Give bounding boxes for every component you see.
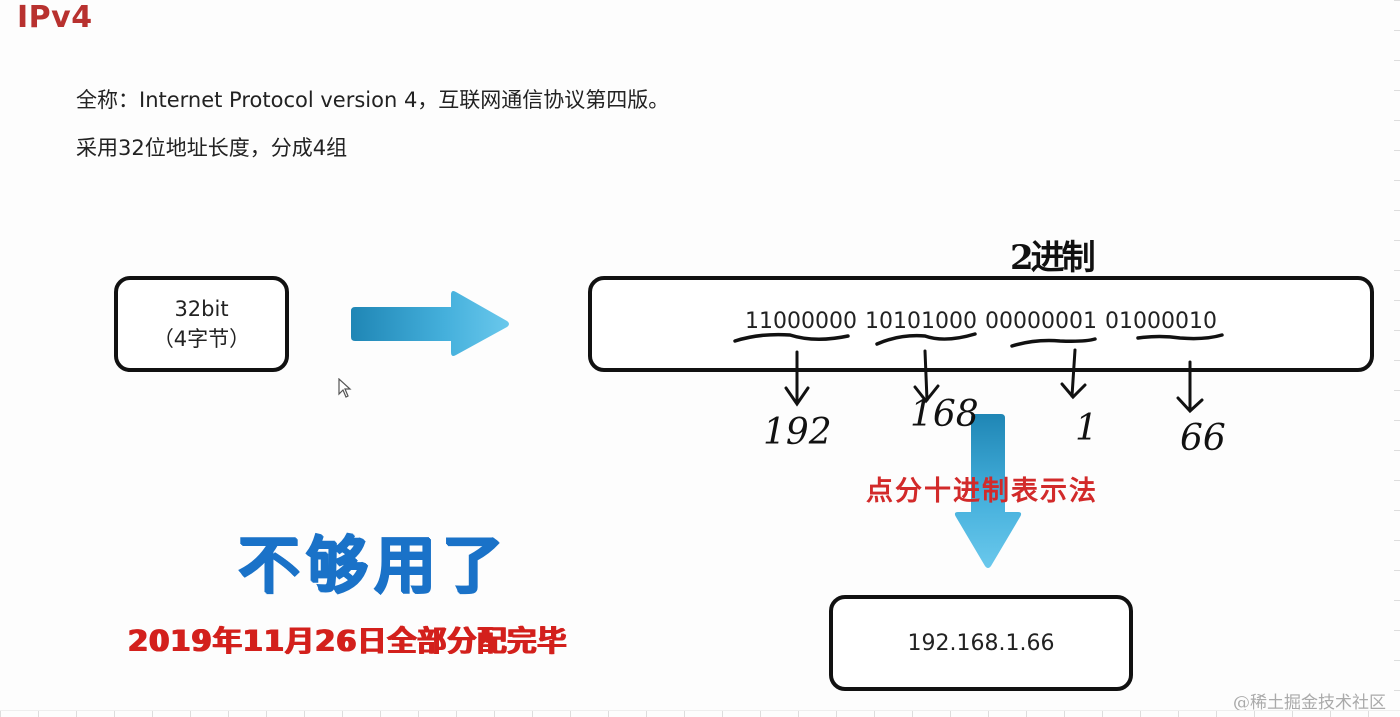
binary-handwritten-label: 2进制 <box>1010 238 1096 278</box>
decimal-octet-1: 192 <box>763 412 832 453</box>
binary-octet-1: 11000000 <box>745 308 858 334</box>
exhaustion-date-note: 2019年11月26日全部分配完毕 <box>128 624 568 658</box>
ruler-right <box>1394 0 1400 717</box>
watermark: @稀土掘金技术社区 <box>1233 693 1386 713</box>
decimal-octet-2: 168 <box>910 394 979 435</box>
binary-address-box: 11000000 10101000 00000001 01000010 <box>588 276 1374 372</box>
binary-octet-4: 01000010 <box>1104 308 1217 334</box>
mouse-cursor-icon <box>338 378 352 398</box>
ruler-bottom <box>0 710 1400 717</box>
binary-octet-2: 10101000 <box>865 308 977 334</box>
full-name-line: 全称：Internet Protocol version 4，互联网通信协议第四… <box>76 88 670 112</box>
exhausted-headline: 不够用了 <box>238 529 511 602</box>
decimal-octet-4: 66 <box>1180 418 1226 459</box>
dotted-decimal-caption: 点分十进制表示法 <box>866 476 1098 507</box>
address-length-line: 采用32位地址长度，分成4组 <box>76 136 348 160</box>
right-arrow-icon <box>351 291 509 356</box>
slide-title: IPv4 <box>17 0 93 35</box>
binary-octet-3: 00000001 <box>985 308 1097 334</box>
byte-length-label: （4字节） <box>152 327 251 351</box>
dotted-decimal-address: 192.168.1.66 <box>907 630 1055 656</box>
dotted-decimal-box: 192.168.1.66 <box>829 595 1133 691</box>
bit-length-label: 32bit <box>174 297 229 321</box>
decimal-octet-3: 1 <box>1075 408 1098 449</box>
bit-length-box: 32bit （4字节） <box>114 276 289 372</box>
